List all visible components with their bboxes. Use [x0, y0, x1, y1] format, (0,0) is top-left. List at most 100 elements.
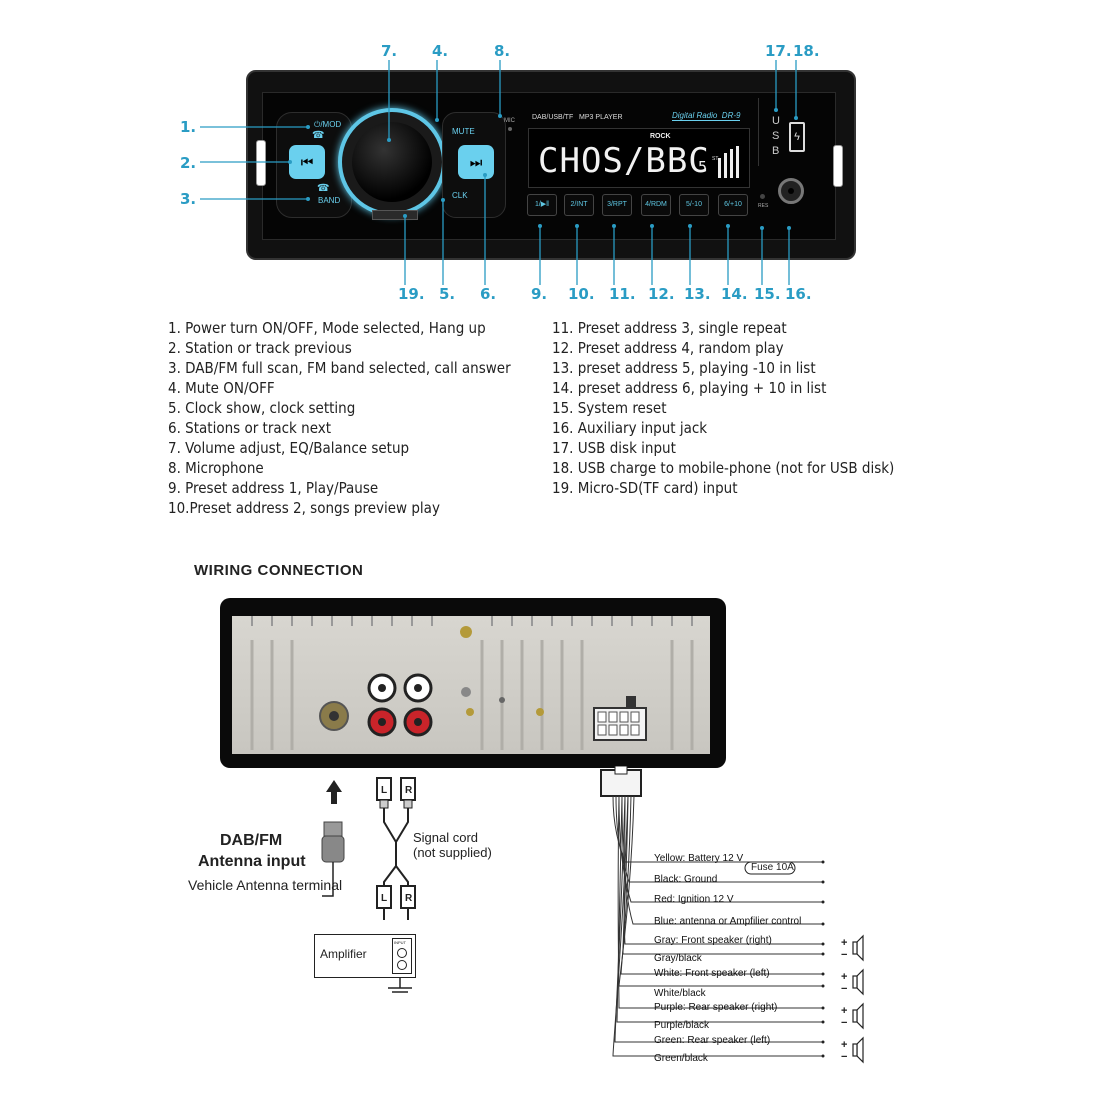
- right-clip: [833, 145, 843, 187]
- desc-item: 18. USB charge to mobile-phone (not for …: [552, 459, 895, 477]
- signal-cord-text: Signal cord: [413, 830, 479, 845]
- usb-letter-u: U: [772, 115, 780, 127]
- callout-12: 12.: [648, 285, 675, 303]
- desc-item: 14. preset address 6, playing + 10 in li…: [552, 379, 827, 397]
- desc-item: 5. Clock show, clock setting: [168, 399, 356, 417]
- reset-button[interactable]: [760, 194, 765, 199]
- antenna-title-2: Antenna input: [198, 853, 306, 870]
- left-clip: [256, 140, 266, 186]
- desc-item: 10.Preset address 2, songs preview play: [168, 499, 440, 517]
- wire-purple-black: Purple/black: [654, 1020, 710, 1031]
- microphone-hole: [508, 127, 512, 131]
- plus-mark: +: [841, 937, 848, 949]
- rear-panel-details: [250, 616, 694, 750]
- preset-button-6[interactable]: 6/+10: [718, 194, 748, 216]
- display-main-text: CHOS/BBC: [538, 141, 710, 181]
- power-mod-label[interactable]: ⏻/MOD: [314, 120, 342, 129]
- wire-red: Red: Ignition 12 V: [654, 894, 734, 905]
- usb-panel: [758, 98, 817, 166]
- callout-3: 3.: [180, 190, 197, 208]
- preset-button-5[interactable]: 5/-10: [679, 194, 709, 216]
- rca-l-top: L: [381, 785, 388, 796]
- lcd-display: [528, 128, 750, 188]
- next-button[interactable]: ⏭: [458, 145, 494, 179]
- callout-13: 13.: [684, 285, 711, 303]
- minus-mark: −: [841, 1017, 848, 1029]
- usb-charge-icon: ϟ: [789, 122, 805, 152]
- callout-9: 9.: [531, 285, 548, 303]
- wire-green-black: Green/black: [654, 1053, 708, 1064]
- desc-item: 16. Auxiliary input jack: [552, 419, 708, 437]
- plus-mark: +: [841, 1039, 848, 1051]
- desc-item: 2. Station or track previous: [168, 339, 352, 357]
- callout-7: 7.: [381, 42, 398, 60]
- sd-card-slot[interactable]: [372, 210, 418, 220]
- wiring-left-drawing: [321, 777, 416, 993]
- source-text: DAB/USB/TF MP3 PLAYER: [532, 114, 623, 121]
- desc-item: 19. Micro-SD(TF card) input: [552, 479, 738, 497]
- callout-10: 10.: [568, 285, 595, 303]
- descriptions-right: 11. Preset address 3, single repeat 12. …: [552, 318, 894, 498]
- volume-knob[interactable]: [352, 122, 432, 202]
- callout-1: 1.: [180, 118, 197, 136]
- wire-gray-black: Gray/black: [654, 953, 702, 964]
- clk-label[interactable]: CLK: [452, 191, 468, 200]
- answer-icon: ☎: [317, 183, 330, 194]
- usb-letter-s: S: [772, 130, 780, 142]
- callout-19: 19.: [398, 285, 425, 303]
- plus-mark: +: [841, 1005, 848, 1017]
- speaker-icon: [856, 1036, 864, 1064]
- desc-item: 6. Stations or track next: [168, 419, 332, 437]
- callout-17: 17.: [765, 42, 792, 60]
- descriptions-left: 1. Power turn ON/OFF, Mode selected, Han…: [168, 318, 511, 518]
- rca-r-top: R: [405, 785, 413, 796]
- signal-cord-label: Signal cord (not supplied): [413, 830, 492, 860]
- prev-icon: ⏮: [300, 154, 314, 170]
- callout-11: 11.: [609, 285, 636, 303]
- minus-mark: −: [841, 983, 848, 995]
- desc-item: 13. preset address 5, playing -10 in lis…: [552, 359, 816, 377]
- signal-cord-note: (not supplied): [413, 845, 492, 860]
- desc-item: 1. Power turn ON/OFF, Mode selected, Han…: [168, 319, 486, 337]
- callout-6: 6.: [480, 285, 497, 303]
- band-label[interactable]: BAND: [318, 196, 341, 205]
- wire-purple: Purple: Rear speaker (right): [654, 1002, 778, 1013]
- preset-button-2[interactable]: 2/INT: [564, 194, 594, 216]
- mic-label: MIC: [504, 118, 515, 124]
- amplifier-label: Amplifier: [320, 947, 367, 961]
- mute-label[interactable]: MUTE: [452, 127, 475, 136]
- wire-white: White: Front speaker (left): [654, 968, 770, 979]
- res-label: RES: [758, 203, 769, 209]
- callout-16: 16.: [785, 285, 812, 303]
- prev-button[interactable]: ⏮: [289, 145, 325, 179]
- antenna-sub: Vehicle Antenna terminal: [188, 877, 343, 893]
- preset-button-1[interactable]: 1/▶‖: [527, 194, 557, 216]
- callout-18: 18.: [793, 42, 820, 60]
- callout-4: 4.: [432, 42, 449, 60]
- callout-8: 8.: [494, 42, 511, 60]
- desc-item: 15. System reset: [552, 399, 667, 417]
- rca-l-bottom: L: [381, 893, 388, 904]
- wire-gray: Gray: Front speaker (right): [654, 935, 772, 946]
- callout-5: 5.: [439, 285, 456, 303]
- hangup-icon: ☎: [312, 130, 325, 141]
- antenna-title-1: DAB/FM: [220, 832, 283, 849]
- speaker-icon: [856, 934, 864, 962]
- plus-mark: +: [841, 971, 848, 983]
- brand-model: Digital Radio DR-9: [672, 111, 741, 121]
- preset-button-3[interactable]: 3/RPT: [602, 194, 632, 216]
- speaker-icon: [856, 1002, 864, 1030]
- minus-mark: −: [841, 949, 848, 961]
- wire-green: Green: Rear speaker (left): [654, 1035, 771, 1046]
- desc-item: 9. Preset address 1, Play/Pause: [168, 479, 379, 497]
- callout-2: 2.: [180, 154, 197, 172]
- arrow-up-icon: [326, 780, 342, 804]
- fuse-label: Fuse 10A: [751, 862, 794, 873]
- desc-item: 11. Preset address 3, single repeat: [552, 319, 787, 337]
- minus-mark: −: [841, 1051, 848, 1063]
- amp-input-label: INPUT: [394, 940, 406, 945]
- preset-button-4[interactable]: 4/RDM: [641, 194, 671, 216]
- desc-item: 8. Microphone: [168, 459, 264, 477]
- wire-blue: Blue: antenna or Ampfilier control: [654, 916, 802, 927]
- aux-jack[interactable]: [778, 178, 804, 204]
